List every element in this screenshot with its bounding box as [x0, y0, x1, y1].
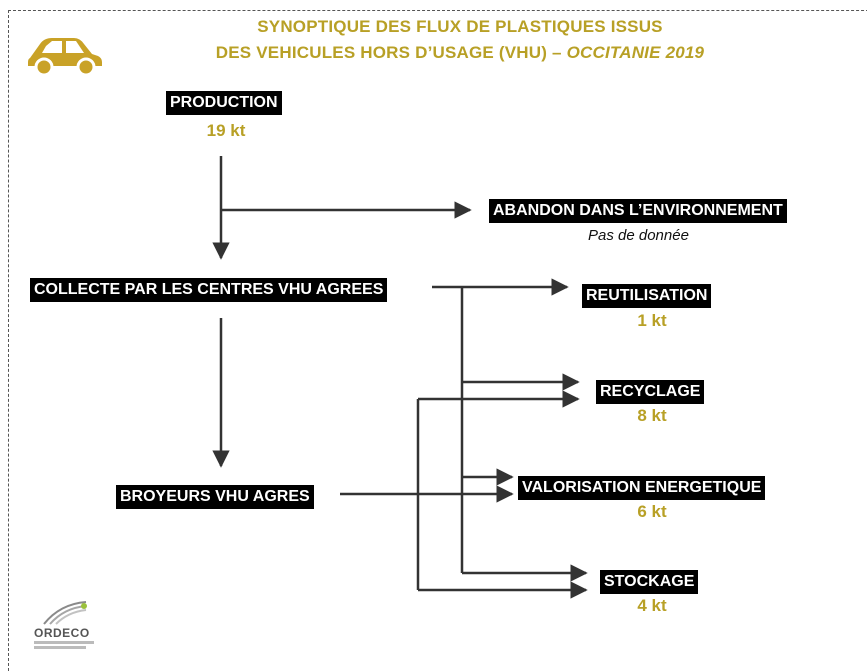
node-recyclage-value: 8 kt — [637, 406, 667, 425]
node-valorisation: VALORISATION ENERGETIQUE — [518, 476, 766, 500]
node-collecte: COLLECTE PAR LES CENTRES VHU AGREES — [30, 278, 388, 302]
node-abandon: ABANDON DANS L’ENVIRONNEMENT — [489, 199, 787, 223]
node-abandon-note: Pas de donnée — [588, 227, 689, 244]
ordeco-logo: ORDECO — [34, 600, 104, 652]
page-frame — [8, 10, 867, 671]
diagram-title-line1: SYNOPTIQUE DES FLUX DE PLASTIQUES ISSUS — [257, 17, 663, 36]
node-reutilisation-value: 1 kt — [637, 311, 667, 330]
diagram-title-region: OCCITANIE 2019 — [566, 43, 705, 62]
node-broyeurs: BROYEURS VHU AGRES — [116, 485, 314, 509]
flow-arrows — [212, 156, 588, 599]
diagram-title-main: DES VEHICULES HORS D’USAGE (VHU) – — [215, 43, 567, 62]
node-reutilisation: REUTILISATION — [582, 284, 712, 308]
node-production-value: 19 kt — [206, 121, 246, 140]
node-recyclage: RECYCLAGE — [596, 380, 705, 404]
node-stockage: STOCKAGE — [600, 570, 699, 594]
ordeco-logo-tagline-1 — [34, 641, 94, 644]
node-stockage-value: 4 kt — [637, 596, 667, 615]
car-icon — [28, 38, 102, 76]
node-production: PRODUCTION — [166, 91, 282, 115]
diagram-title-line2: DES VEHICULES HORS D’USAGE (VHU) – OCCIT… — [140, 43, 780, 63]
ordeco-logo-text: ORDECO — [34, 626, 90, 640]
node-valorisation-value: 6 kt — [637, 502, 667, 521]
ordeco-logo-tagline-2 — [34, 646, 86, 649]
ordeco-logo-swoosh — [43, 601, 87, 625]
